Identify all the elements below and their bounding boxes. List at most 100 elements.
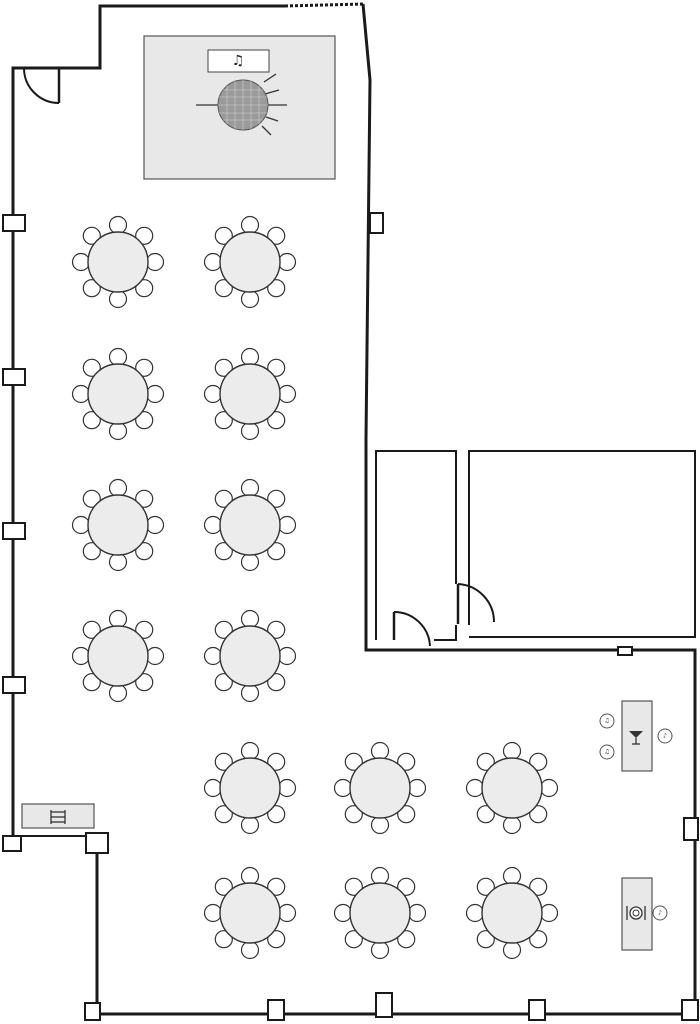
table-top [481, 757, 543, 819]
chair [267, 620, 286, 639]
svg-text:♪: ♪ [663, 733, 667, 740]
chair [407, 903, 427, 923]
chair [82, 489, 101, 508]
disco-ball-icon [196, 73, 287, 136]
chair [277, 903, 297, 923]
chair [476, 752, 495, 771]
chair [82, 411, 101, 430]
table-top [87, 494, 149, 556]
chair [214, 542, 233, 561]
chair [277, 515, 297, 535]
coat-rack [21, 803, 95, 829]
round-table-11 [465, 741, 559, 835]
columns [2, 212, 699, 1021]
chair [240, 421, 260, 441]
table-top [349, 757, 411, 819]
round-table-9 [203, 741, 297, 835]
storage-room [468, 450, 696, 638]
cocktail-bar: ♫ ♫ ♪ [599, 700, 673, 772]
service-room-door [392, 610, 431, 647]
chair [267, 752, 286, 771]
chair [370, 741, 390, 761]
music-sign [207, 49, 270, 73]
chair [108, 683, 128, 703]
chair [344, 805, 363, 824]
chair [71, 515, 91, 535]
chair [465, 778, 485, 798]
service-room [375, 450, 457, 640]
table-top [219, 757, 281, 819]
round-table-14 [465, 866, 559, 960]
chair [71, 252, 91, 272]
chair [502, 940, 522, 960]
chair [267, 673, 286, 692]
chair [240, 866, 260, 886]
chair [108, 609, 128, 629]
chair [465, 903, 485, 923]
chair [240, 289, 260, 309]
chair [267, 358, 286, 377]
plate-cutlery-icon [626, 906, 646, 920]
chair [529, 877, 548, 896]
chair [82, 358, 101, 377]
chair [203, 252, 223, 272]
chair [240, 478, 260, 498]
chair [214, 489, 233, 508]
chair [277, 646, 297, 666]
chair [240, 552, 260, 572]
chair [267, 226, 286, 245]
svg-text:♫: ♫ [604, 749, 609, 756]
chair [502, 741, 522, 761]
chair [370, 815, 390, 835]
chair [82, 620, 101, 639]
cocktail-menu-icon [599, 713, 615, 729]
chair [71, 646, 91, 666]
chair [240, 215, 260, 235]
chair [476, 877, 495, 896]
chair [476, 930, 495, 949]
svg-text:♫: ♫ [604, 718, 609, 725]
chair [135, 226, 154, 245]
round-table-3 [71, 347, 165, 441]
chair [267, 805, 286, 824]
chair [214, 877, 233, 896]
chair [397, 805, 416, 824]
chair [214, 930, 233, 949]
chair [370, 866, 390, 886]
chair [267, 489, 286, 508]
chair [476, 805, 495, 824]
chair [203, 903, 223, 923]
round-table-1 [71, 215, 165, 309]
round-table-4 [203, 347, 297, 441]
chair [214, 279, 233, 298]
chair [145, 515, 165, 535]
chair [502, 866, 522, 886]
chair [82, 542, 101, 561]
chair [203, 778, 223, 798]
chair [277, 252, 297, 272]
chair [203, 384, 223, 404]
chair [214, 805, 233, 824]
chair [135, 542, 154, 561]
chair [82, 279, 101, 298]
chair [277, 778, 297, 798]
table-top [219, 625, 281, 687]
chair [214, 620, 233, 639]
chair [214, 673, 233, 692]
chair [344, 877, 363, 896]
chair [108, 552, 128, 572]
chair [108, 289, 128, 309]
table-top [219, 882, 281, 944]
music-note-icon: ♫ [232, 53, 245, 69]
chair [277, 384, 297, 404]
round-table-12 [203, 866, 297, 960]
chair [203, 515, 223, 535]
chair [240, 347, 260, 367]
chair [407, 778, 427, 798]
chair [214, 411, 233, 430]
chair [529, 752, 548, 771]
chair [370, 940, 390, 960]
rack-icon [50, 810, 66, 824]
chair [344, 752, 363, 771]
